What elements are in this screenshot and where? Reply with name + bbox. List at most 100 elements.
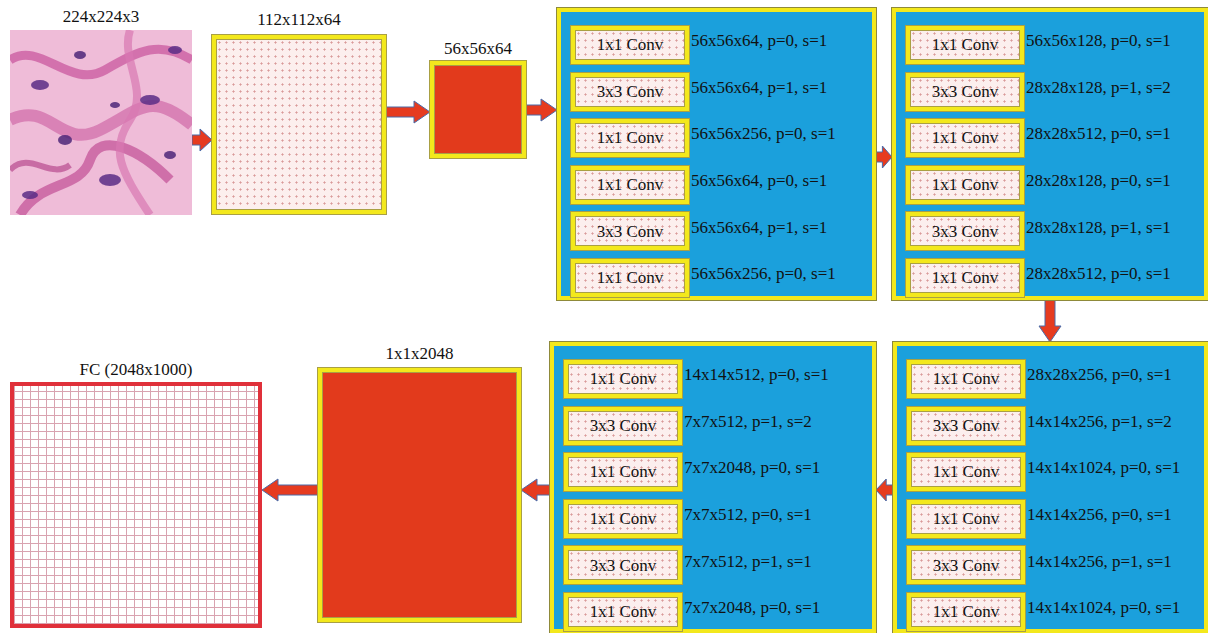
cell-nucleus: [58, 135, 72, 145]
dimension-label: 56x56x64, p=1, s=1: [691, 78, 827, 98]
dimension-row: 56x56x128, p=0, s=1: [1026, 22, 1171, 60]
dimension-row: 28x28x512, p=0, s=1: [1026, 255, 1171, 293]
flow-arrow: [192, 129, 212, 151]
flow-arrow: [876, 479, 893, 501]
block-panel: 14x14x512, p=0, s=1 7x7x512, p=1, s=2 7x7x…: [550, 342, 876, 633]
fc-layer: FC (2048x1000): [10, 358, 262, 628]
conv-label: 1x1 Conv: [932, 128, 999, 148]
dimension-label: 56x56x256, p=0, s=1: [691, 264, 836, 284]
flow-arrow: [876, 146, 892, 168]
conv-box: 1x1 Conv: [564, 453, 682, 491]
dimension-label: 28x28x512, p=0, s=1: [1026, 264, 1171, 284]
dimension-label: 56x56x64, p=0, s=1: [691, 171, 827, 191]
size-label: 224x224x3: [63, 7, 140, 27]
conv-box: 3x3 Conv: [564, 407, 682, 445]
dimension-label: 28x28x512, p=0, s=1: [1026, 124, 1171, 144]
cell-nucleus: [74, 51, 86, 59]
flow-arrow: [262, 479, 318, 501]
conv-box: 1x1 Conv: [907, 453, 1025, 491]
conv-label: 3x3 Conv: [933, 556, 1000, 576]
size-label-row: 56x56x64: [430, 36, 526, 61]
conv-box: 1x1 Conv: [564, 593, 682, 631]
conv-label: 3x3 Conv: [590, 416, 657, 436]
conv-box: 1x1 Conv: [564, 360, 682, 398]
conv-box: 3x3 Conv: [564, 546, 682, 584]
size-label: 56x56x64: [444, 39, 512, 59]
dimension-row: 28x28x256, p=0, s=1: [1027, 356, 1172, 394]
dimension-row: 28x28x128, p=1, s=2: [1026, 69, 1171, 107]
dimension-label: 56x56x128, p=0, s=1: [1026, 31, 1171, 51]
dimension-row: 14x14x256, p=0, s=1: [1027, 496, 1172, 534]
conv-box: 3x3 Conv: [907, 407, 1025, 445]
conv-label: 1x1 Conv: [590, 602, 657, 622]
conv-box: 1x1 Conv: [907, 593, 1025, 631]
dimension-row: 14x14x512, p=0, s=1: [684, 356, 829, 394]
conv-label: 3x3 Conv: [932, 222, 999, 242]
dimension-label: 56x56x64, p=0, s=1: [691, 31, 827, 51]
dimension-row: 56x56x256, p=0, s=1: [691, 255, 836, 293]
dimension-row: 7x7x2048, p=0, s=1: [684, 589, 820, 627]
dimension-row: 28x28x512, p=0, s=1: [1026, 115, 1171, 153]
conv-box: 1x1 Conv: [906, 166, 1024, 204]
feature-map: 1x1x2048: [318, 340, 521, 622]
dimension-row: 14x14x256, p=1, s=2: [1027, 403, 1172, 441]
conv-label: 1x1 Conv: [597, 175, 664, 195]
flow-arrow: [521, 479, 550, 501]
conv-label: 1x1 Conv: [933, 462, 1000, 482]
tissue-ground: [10, 30, 192, 215]
conv-box: 3x3 Conv: [906, 212, 1024, 250]
size-label: FC (2048x1000): [80, 360, 193, 380]
size-label-row: FC (2048x1000): [10, 358, 262, 382]
size-label-row: 224x224x3: [10, 4, 192, 30]
flow-arrow: [1039, 300, 1061, 342]
size-label: 112x112x64: [257, 10, 341, 30]
conv-box: 1x1 Conv: [907, 360, 1025, 398]
dimension-label: 7x7x2048, p=0, s=1: [684, 598, 820, 618]
conv-label: 1x1 Conv: [597, 35, 664, 55]
block-panel: 56x56x64, p=0, s=1 56x56x64, p=1, s=1 56x5…: [557, 8, 876, 300]
dimension-label: 14x14x256, p=0, s=1: [1027, 505, 1172, 525]
cell-nucleus: [31, 80, 49, 90]
feature-map: 56x56x64: [430, 36, 526, 158]
conv-label: 1x1 Conv: [597, 268, 664, 288]
dimension-label: 28x28x128, p=0, s=1: [1026, 171, 1171, 191]
conv-label: 1x1 Conv: [933, 509, 1000, 529]
dimension-label: 7x7x512, p=0, s=1: [684, 505, 812, 525]
dimension-row: 7x7x512, p=1, s=1: [684, 542, 812, 580]
dimension-label: 14x14x256, p=1, s=2: [1027, 412, 1172, 432]
flow-arrow: [526, 99, 557, 121]
size-label: 1x1x2048: [386, 344, 454, 364]
dimension-row: 56x56x64, p=1, s=1: [691, 208, 827, 246]
conv-label: 3x3 Conv: [933, 416, 1000, 436]
feature-map: 112x112x64: [212, 4, 386, 214]
dimension-row: 56x56x256, p=0, s=1: [691, 115, 836, 153]
dimension-label: 28x28x256, p=0, s=1: [1027, 365, 1172, 385]
block-panel: 28x28x256, p=0, s=1 14x14x256, p=1, s=2 14…: [893, 342, 1208, 633]
cell-nucleus: [164, 151, 176, 159]
conv-box: 3x3 Conv: [571, 73, 689, 111]
conv-label: 1x1 Conv: [933, 369, 1000, 389]
tissue-strand: [10, 106, 192, 135]
dimension-row: 7x7x2048, p=0, s=1: [684, 449, 820, 487]
conv-label: 3x3 Conv: [590, 556, 657, 576]
conv-box: 1x1 Conv: [906, 119, 1024, 157]
conv-box: 1x1 Conv: [906, 26, 1024, 64]
conv-label: 3x3 Conv: [597, 222, 664, 242]
red-map: [430, 61, 526, 158]
dimension-label: 7x7x2048, p=0, s=1: [684, 458, 820, 478]
conv-box: 1x1 Conv: [907, 500, 1025, 538]
cell-nucleus: [22, 191, 38, 199]
conv-box: 1x1 Conv: [571, 119, 689, 157]
conv-box: 1x1 Conv: [906, 259, 1024, 297]
dimension-row: 7x7x512, p=0, s=1: [684, 496, 812, 534]
flow-arrow: [386, 101, 430, 123]
conv-label: 1x1 Conv: [932, 35, 999, 55]
conv-box: 1x1 Conv: [571, 26, 689, 64]
histology-image: [10, 30, 192, 215]
dimension-row: 14x14x1024, p=0, s=1: [1027, 449, 1180, 487]
dimension-label: 7x7x512, p=1, s=2: [684, 412, 812, 432]
conv-box: 1x1 Conv: [564, 500, 682, 538]
dimension-label: 14x14x256, p=1, s=1: [1027, 552, 1172, 572]
conv-box: 3x3 Conv: [907, 546, 1025, 584]
